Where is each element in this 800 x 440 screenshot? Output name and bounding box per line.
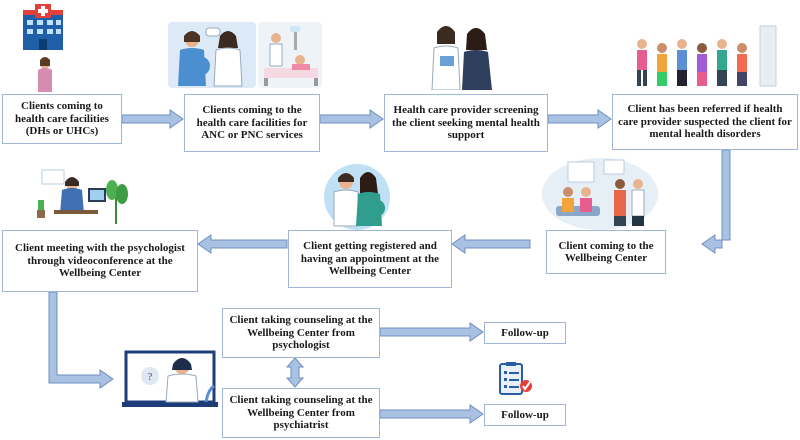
step-anc-pnc-services: Clients coming to the health care facili…	[184, 94, 320, 152]
step-referral-text: Client has been referred if health care …	[618, 103, 792, 141]
step-wellbeing-arrival: Client coming to the Wellbeing Center	[546, 230, 666, 274]
screening-illustration	[431, 26, 492, 90]
arrow-s7-image	[48, 291, 114, 389]
counseling-illustration: ?	[122, 350, 218, 407]
step-clients-arriving-text: Clients coming to health care facilities…	[15, 100, 109, 138]
followup-psychologist-text: Follow-up	[501, 326, 549, 339]
step-psychiatrist-counseling: Client taking counseling at the Wellbein…	[222, 388, 380, 438]
videoconference-illustration	[37, 169, 128, 224]
step-referral: Client has been referred if health care …	[612, 94, 798, 150]
followup-psychiatrist: Follow-up	[484, 404, 566, 426]
followup-psychologist: Follow-up	[484, 322, 566, 344]
step-videoconference-text: Client meeting with the psychologist thr…	[15, 242, 185, 280]
registration-illustration	[324, 164, 390, 230]
step-psychologist-counseling-text: Client taking counseling at the Wellbein…	[229, 314, 373, 352]
step-videoconference: Client meeting with the psychologist thr…	[2, 230, 198, 292]
arrow-s8-f1	[379, 322, 484, 342]
arrow-s6-s7	[197, 234, 288, 254]
arrow-s4-s5	[701, 149, 731, 254]
arrow-s9-f2	[379, 404, 484, 424]
step-psychiatrist-counseling-text: Client taking counseling at the Wellbein…	[229, 394, 373, 432]
step-provider-screening: Health care provider screening the clien…	[384, 94, 548, 152]
followup-psychiatrist-text: Follow-up	[501, 408, 549, 421]
arrow-s5-s6	[451, 234, 531, 254]
hospital-icon	[23, 4, 63, 92]
arrow-s1-s2	[121, 109, 184, 129]
step-clients-arriving: Clients coming to health care facilities…	[2, 94, 122, 144]
wellbeing-center-illustration	[542, 158, 658, 230]
waiting-room-illustration	[637, 25, 777, 87]
step-registration-text: Client getting registered and having an …	[300, 240, 440, 278]
step-psychologist-counseling: Client taking counseling at the Wellbein…	[222, 308, 380, 358]
svg-text:?: ?	[148, 372, 153, 383]
anc-pnc-illustration	[168, 22, 322, 88]
checklist-icon	[499, 362, 532, 395]
step-provider-screening-text: Health care provider screening the clien…	[392, 104, 540, 142]
step-registration: Client getting registered and having an …	[288, 230, 452, 288]
step-wellbeing-arrival-text: Client coming to the Wellbeing Center	[558, 239, 654, 265]
step-anc-pnc-services-text: Clients coming to the health care facili…	[196, 104, 308, 142]
arrow-s2-s3	[319, 109, 384, 129]
arrow-s8-s9	[285, 357, 305, 388]
arrow-s3-s4	[547, 109, 612, 129]
